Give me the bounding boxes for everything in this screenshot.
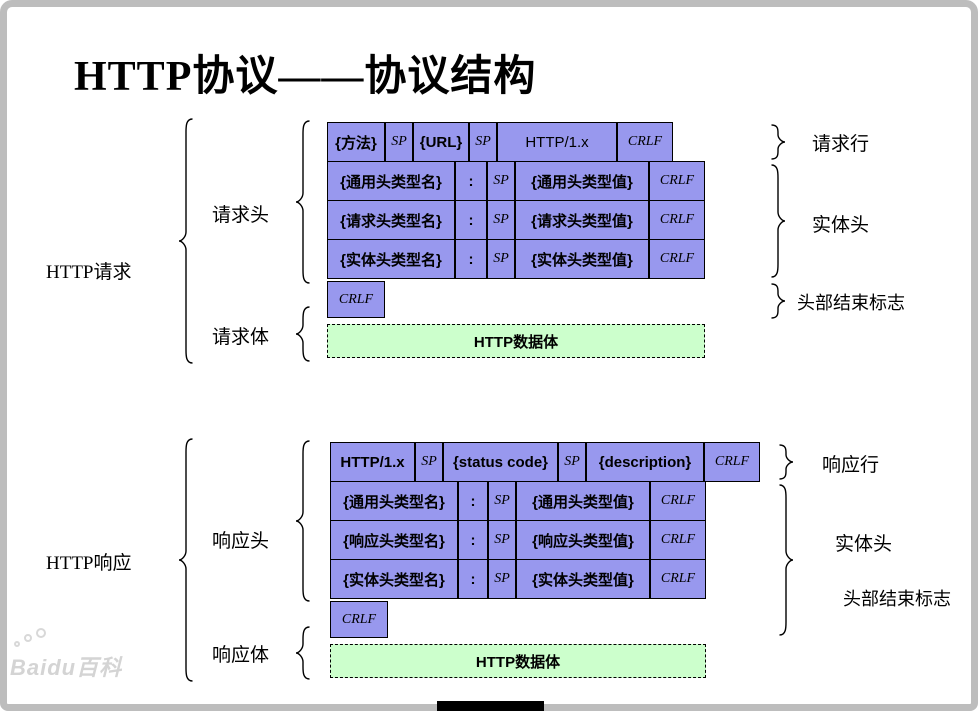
resp-colon3-cell: : xyxy=(458,559,488,599)
req-hdr1-sp-cell: SP xyxy=(487,161,515,201)
response-entity-brace xyxy=(778,484,794,636)
request-entity-brace xyxy=(770,164,786,278)
resp-colon1-cell: : xyxy=(458,481,488,521)
request-left-brace xyxy=(178,118,194,364)
response-line-brace xyxy=(778,444,794,480)
resp-status-code-cell: {status code} xyxy=(443,442,558,482)
resp-response-header-value-cell: {响应头类型值} xyxy=(516,520,650,560)
resp-sp1-cell: SP xyxy=(415,442,443,482)
req-header-end-crlf-cell: CRLF xyxy=(327,281,385,318)
req-colon1-cell: : xyxy=(455,161,487,201)
response-header-end-label: 头部结束标志 xyxy=(843,589,951,609)
watermark-bubble-icon xyxy=(36,628,46,638)
response-line-label: 响应行 xyxy=(822,455,880,476)
req-colon2-cell: : xyxy=(455,200,487,240)
req-entity-header-name-cell: {实体头类型名} xyxy=(327,239,455,279)
req-sp2-cell: SP xyxy=(469,122,497,162)
response-left-brace xyxy=(178,438,194,682)
resp-data-body-cell: HTTP数据体 xyxy=(330,644,706,678)
response-entity-label: 实体头 xyxy=(835,534,893,555)
resp-entity-header-name-cell: {实体头类型名} xyxy=(330,559,458,599)
req-general-header-name-cell: {通用头类型名} xyxy=(327,161,455,201)
req-sp1-cell: SP xyxy=(385,122,413,162)
req-hdr1-crlf-cell: CRLF xyxy=(649,161,705,201)
request-header-brace xyxy=(295,120,311,284)
resp-line-crlf-cell: CRLF xyxy=(704,442,760,482)
resp-general-header-value-cell: {通用头类型值} xyxy=(516,481,650,521)
req-request-header-name-cell: {请求头类型名} xyxy=(327,200,455,240)
resp-response-header-name-cell: {响应头类型名} xyxy=(330,520,458,560)
watermark-bubble-icon xyxy=(14,641,20,647)
resp-description-cell: {description} xyxy=(586,442,704,482)
resp-general-header-name-cell: {通用头类型名} xyxy=(330,481,458,521)
req-hdr2-crlf-cell: CRLF xyxy=(649,200,705,240)
req-line-crlf-cell: CRLF xyxy=(617,122,673,162)
response-header-label: 响应头 xyxy=(212,531,270,552)
request-section-label: HTTP请求 xyxy=(46,262,132,283)
request-header-end-label: 头部结束标志 xyxy=(797,293,905,313)
baidu-baike-watermark: Baidu百科 xyxy=(10,655,123,680)
resp-hdr2-sp-cell: SP xyxy=(488,520,516,560)
resp-header-end-crlf-cell: CRLF xyxy=(330,601,388,638)
resp-sp2-cell: SP xyxy=(558,442,586,482)
resp-entity-header-value-cell: {实体头类型值} xyxy=(516,559,650,599)
request-header-label: 请求头 xyxy=(212,205,270,226)
request-body-label: 请求体 xyxy=(212,327,270,348)
request-entity-label: 实体头 xyxy=(812,215,870,236)
response-header-brace xyxy=(295,440,311,602)
req-data-body-cell: HTTP数据体 xyxy=(327,324,705,358)
req-hdr2-sp-cell: SP xyxy=(487,200,515,240)
req-colon3-cell: : xyxy=(455,239,487,279)
resp-hdr1-crlf-cell: CRLF xyxy=(650,481,706,521)
response-body-label: 响应体 xyxy=(212,645,270,666)
bottom-bar xyxy=(437,701,544,711)
response-section-label: HTTP响应 xyxy=(46,553,132,574)
request-body-brace xyxy=(295,306,311,362)
request-header-end-brace xyxy=(770,283,786,319)
req-url-cell: {URL} xyxy=(413,122,469,162)
resp-hdr1-sp-cell: SP xyxy=(488,481,516,521)
req-hdr3-sp-cell: SP xyxy=(487,239,515,279)
request-line-label: 请求行 xyxy=(812,134,870,155)
resp-hdr3-crlf-cell: CRLF xyxy=(650,559,706,599)
response-body-brace xyxy=(295,626,311,680)
resp-hdr2-crlf-cell: CRLF xyxy=(650,520,706,560)
req-method-cell: {方法} xyxy=(327,122,385,162)
req-http-version-cell: HTTP/1.x xyxy=(497,122,617,162)
req-entity-header-value-cell: {实体头类型值} xyxy=(515,239,649,279)
page-title: HTTP协议——协议结构 xyxy=(74,54,537,100)
req-hdr3-crlf-cell: CRLF xyxy=(649,239,705,279)
resp-colon2-cell: : xyxy=(458,520,488,560)
req-general-header-value-cell: {通用头类型值} xyxy=(515,161,649,201)
watermark-bubble-icon xyxy=(24,634,32,642)
resp-http-version-cell: HTTP/1.x xyxy=(330,442,415,482)
request-line-brace xyxy=(770,124,786,160)
resp-hdr3-sp-cell: SP xyxy=(488,559,516,599)
req-request-header-value-cell: {请求头类型值} xyxy=(515,200,649,240)
